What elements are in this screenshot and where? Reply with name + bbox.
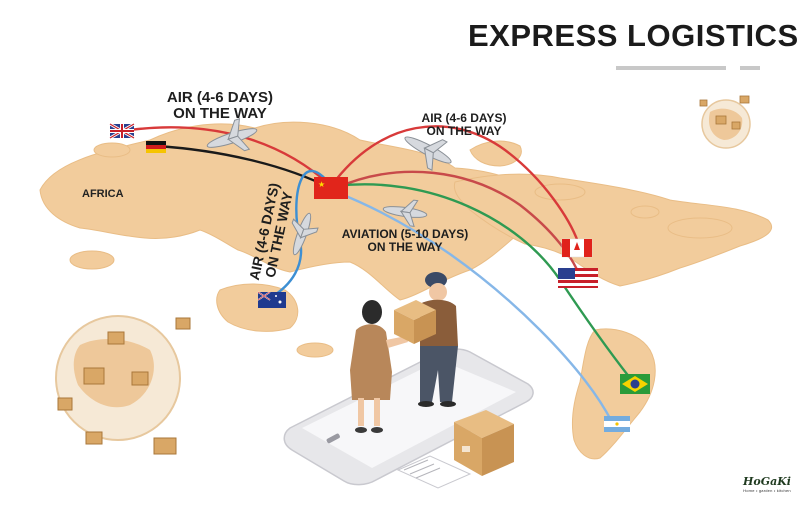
- flag-uk: [109, 122, 135, 140]
- route-china-argentina: [335, 190, 614, 423]
- route-germany-china: [155, 144, 331, 190]
- parcel-box: [454, 410, 514, 476]
- airplane-icon: [291, 212, 319, 256]
- flag-brazil: [620, 374, 650, 394]
- continent-label-africa: AFRICA: [82, 188, 124, 200]
- route-label-europe: AIR (4-6 DAYS) ON THE WAY: [166, 89, 274, 123]
- flag-germany: [146, 141, 166, 153]
- title-underline: [616, 66, 726, 70]
- woman-receiving-parcel: [350, 300, 408, 433]
- handed-parcel: [394, 300, 436, 344]
- route-label-north-america: AIR (4-6 DAYS) ON THE WAY: [421, 111, 507, 138]
- airplanes: [206, 118, 452, 256]
- flag-australia: [257, 291, 286, 308]
- flag-china: ★: [314, 177, 348, 199]
- globe-with-parcels-left: [55, 315, 191, 455]
- flag-argentina: [604, 416, 630, 432]
- brand-name: HoGaKi: [743, 475, 791, 488]
- page-title: EXPRESS LOGISTICS: [468, 18, 799, 53]
- route-china-brazil: [335, 183, 631, 379]
- airplane-icon: [404, 136, 452, 172]
- svg-text:★: ★: [318, 180, 325, 189]
- brand-logo: HoGaKi Home • garden • kitchen: [741, 455, 793, 499]
- airplane-icon: [206, 118, 258, 152]
- delivery-documents: [396, 455, 472, 489]
- route-label-south-america: AVIATION (5-10 DAYS) ON THE WAY: [341, 227, 469, 254]
- smartphone-platform: [283, 348, 534, 486]
- route-china-canada: [331, 125, 580, 243]
- brand-tagline: Home • garden • kitchen: [743, 488, 791, 493]
- title-underline-accent: [740, 66, 760, 70]
- flag-canada: [561, 238, 593, 258]
- flag-usa: [558, 268, 598, 288]
- globe-with-parcels-right: [699, 95, 751, 149]
- airplane-icon: [382, 199, 428, 228]
